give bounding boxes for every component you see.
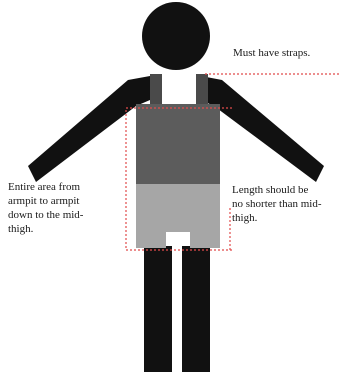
- length-annotation: Length should be no shorter than mid- th…: [232, 183, 348, 225]
- figure-head: [142, 2, 210, 70]
- figure-right-leg: [182, 246, 210, 372]
- straps-annotation: Must have straps.: [233, 46, 348, 60]
- figure-left-arm: [28, 76, 150, 182]
- coverage-area-annotation: Entire area from armpit to armpit down t…: [8, 180, 118, 236]
- swimsuit-top: [136, 104, 220, 184]
- figure-left-leg: [144, 246, 172, 372]
- swimsuit-bottoms: [136, 184, 220, 248]
